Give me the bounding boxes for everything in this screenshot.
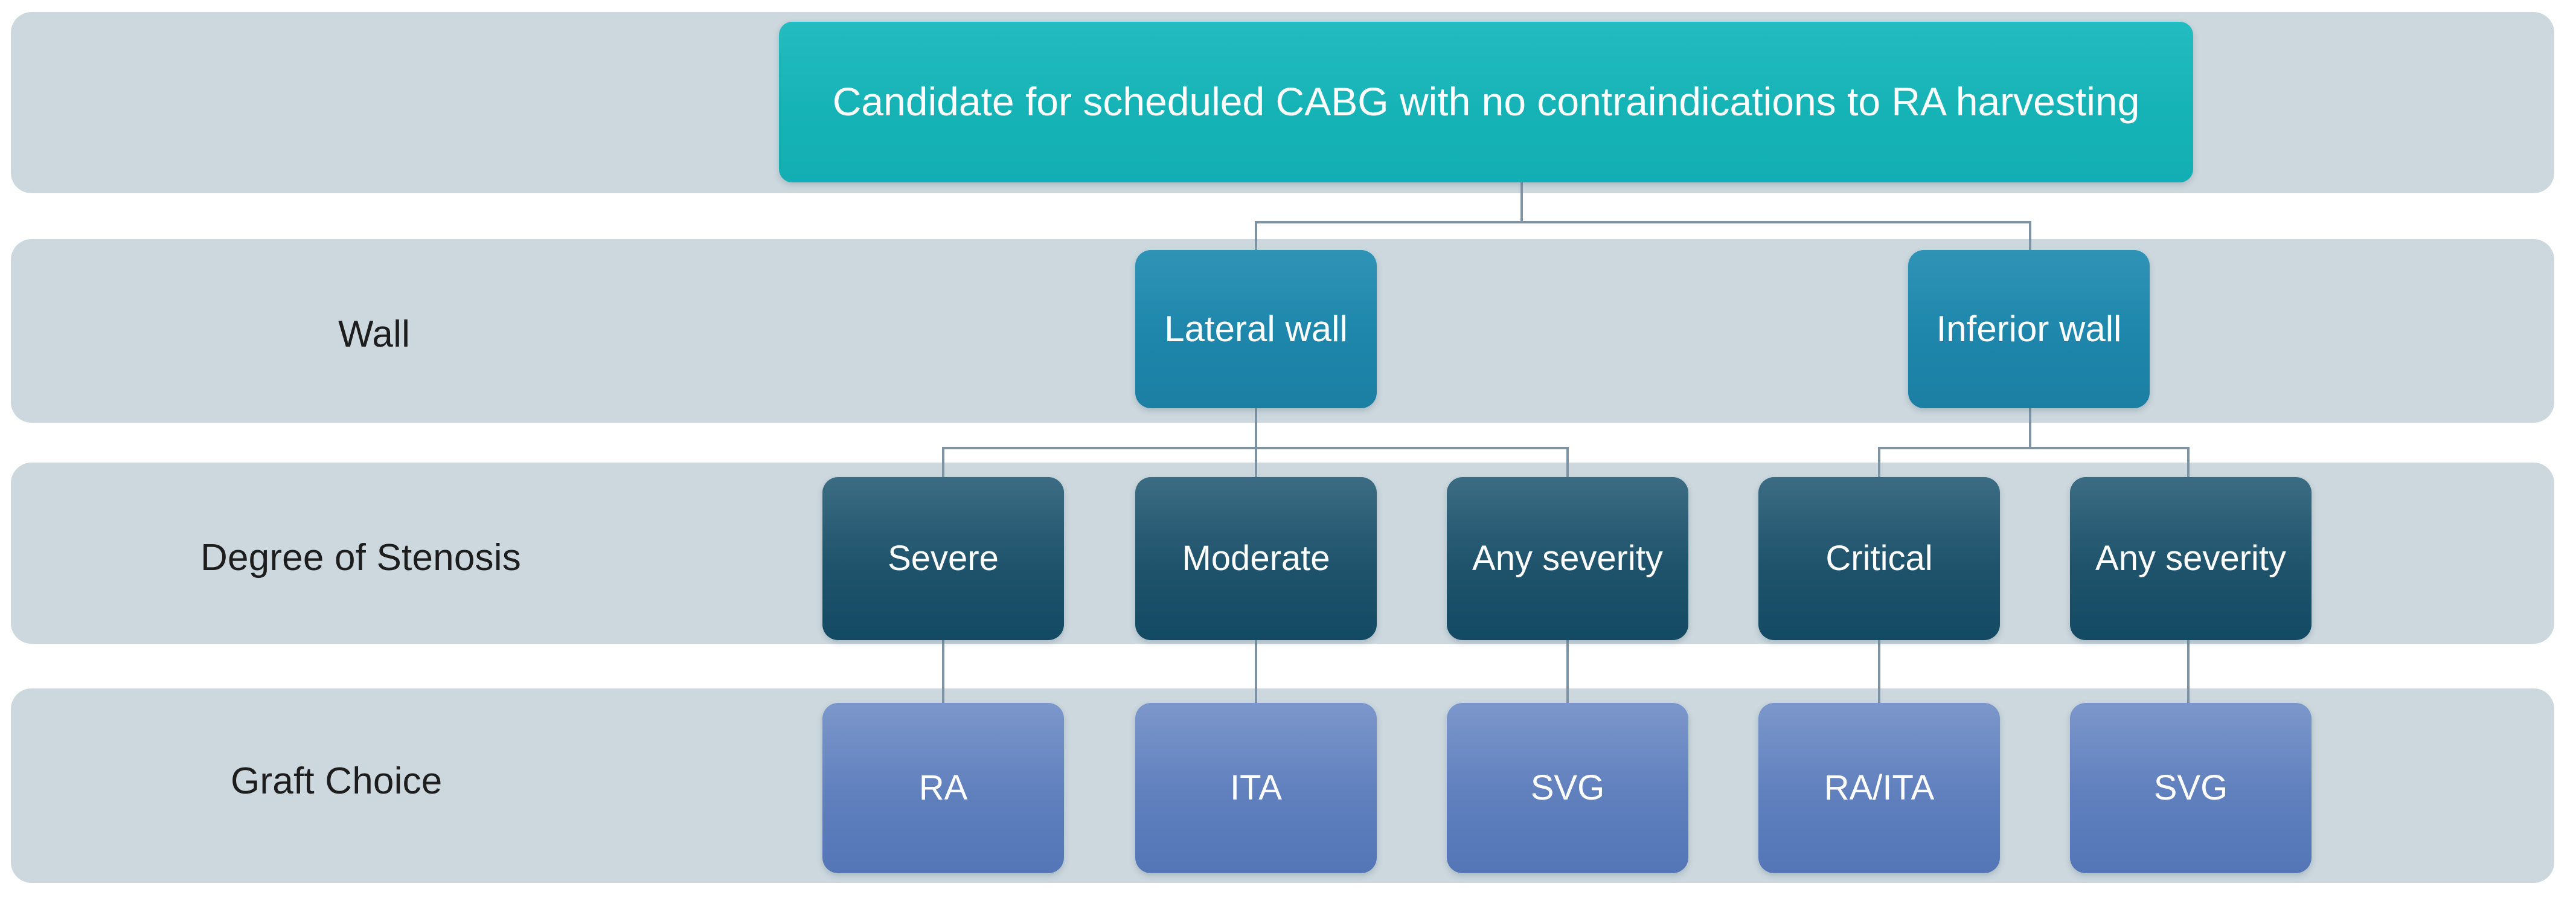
node-graft-svg-inferior[interactable]: SVG	[2070, 703, 2312, 873]
node-inferior-wall[interactable]: Inferior wall	[1908, 250, 2150, 408]
node-stenosis-severe-label: Severe	[888, 539, 999, 579]
node-lateral-wall[interactable]: Lateral wall	[1135, 250, 1377, 408]
node-graft-svg-lateral[interactable]: SVG	[1447, 703, 1688, 873]
row-label-graft-choice: Graft Choice	[231, 760, 443, 802]
connector-lateral-to-any-severity	[1566, 447, 1569, 479]
node-candidate-for-cabg-label: Candidate for scheduled CABG with no con…	[832, 79, 2140, 124]
connector-lateral-to-severe	[942, 447, 944, 479]
node-candidate-for-cabg[interactable]: Candidate for scheduled CABG with no con…	[779, 22, 2193, 182]
node-stenosis-severe[interactable]: Severe	[822, 477, 1064, 640]
connector-severe-to-ra	[942, 639, 944, 705]
node-stenosis-moderate[interactable]: Moderate	[1135, 477, 1377, 640]
connector-critical-to-ra-ita	[1878, 639, 1880, 705]
node-lateral-wall-label: Lateral wall	[1164, 309, 1348, 350]
node-stenosis-any-severity-lateral[interactable]: Any severity	[1447, 477, 1688, 640]
node-stenosis-any-severity-lateral-label: Any severity	[1472, 539, 1663, 579]
connector-inferior-to-critical	[1878, 447, 1880, 479]
node-stenosis-any-severity-inferior-label: Any severity	[2095, 539, 2286, 579]
node-stenosis-any-severity-inferior[interactable]: Any severity	[2070, 477, 2312, 640]
connector-title-to-inferior-wall	[2029, 221, 2031, 252]
node-inferior-wall-label: Inferior wall	[1936, 309, 2122, 350]
connector-inferior-wall-bus	[1878, 447, 2190, 449]
node-graft-ra-label: RA	[918, 768, 968, 808]
connector-lateral-wall-stem	[1255, 408, 1257, 449]
node-graft-ita[interactable]: ITA	[1135, 703, 1377, 873]
node-stenosis-critical[interactable]: Critical	[1758, 477, 2000, 640]
connector-title-bus	[1255, 221, 2031, 223]
connector-any-severity-to-svg-2	[2187, 639, 2190, 705]
row-label-wall: Wall	[338, 313, 411, 355]
node-graft-ra-ita-label: RA/ITA	[1824, 768, 1935, 808]
connector-any-severity-to-svg	[1566, 639, 1569, 705]
connector-moderate-to-ita	[1255, 639, 1257, 705]
connector-inferior-to-any-severity	[2187, 447, 2190, 479]
row-label-degree-of-stenosis: Degree of Stenosis	[200, 537, 521, 579]
connector-inferior-wall-stem	[2029, 408, 2031, 449]
node-graft-ita-label: ITA	[1230, 768, 1282, 808]
connector-title-stem	[1520, 182, 1523, 223]
node-graft-svg-inferior-label: SVG	[2153, 768, 2228, 808]
node-stenosis-critical-label: Critical	[1825, 539, 1933, 579]
connector-title-to-lateral-wall	[1255, 221, 1257, 252]
node-graft-ra-ita[interactable]: RA/ITA	[1758, 703, 2000, 873]
node-graft-svg-lateral-label: SVG	[1530, 768, 1605, 808]
connector-lateral-to-moderate	[1255, 447, 1257, 479]
node-graft-ra[interactable]: RA	[822, 703, 1064, 873]
node-stenosis-moderate-label: Moderate	[1182, 539, 1330, 579]
